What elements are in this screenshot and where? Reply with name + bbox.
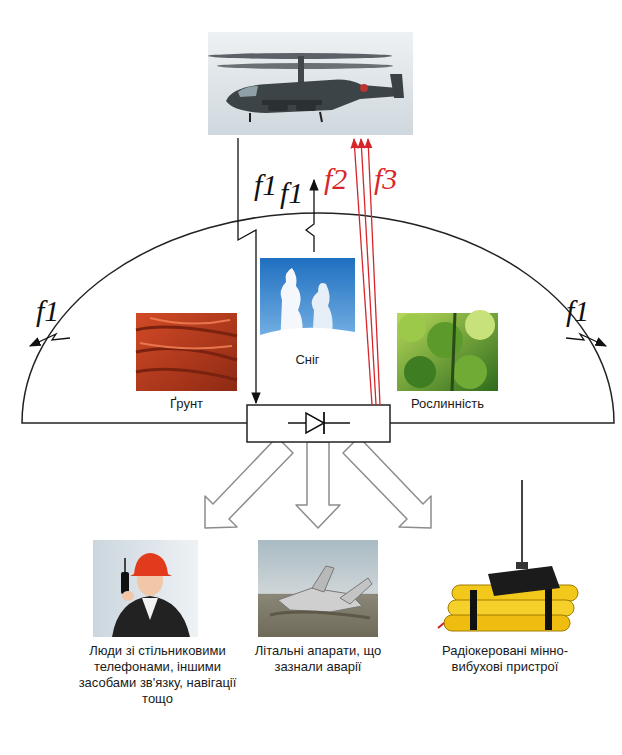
photo-area xyxy=(70,540,245,640)
frequency-label: f2 xyxy=(324,164,347,194)
photo-area xyxy=(255,258,360,349)
caption-text: Рослинність xyxy=(392,393,503,412)
aircraft-photo xyxy=(258,540,378,637)
caption-text: Літальні апарати, що зазнали аварії xyxy=(238,640,398,675)
photo-area xyxy=(238,540,398,640)
frequency-label: f1 xyxy=(566,296,589,326)
photo-area xyxy=(420,540,590,640)
photo-area xyxy=(131,313,242,393)
mine-photo xyxy=(438,480,578,631)
helicopter-photo xyxy=(208,32,413,135)
photo-area xyxy=(392,313,503,393)
scatter-line xyxy=(30,334,70,346)
scatter-line xyxy=(566,334,606,346)
vegetation-photo xyxy=(397,310,498,391)
snow-photo xyxy=(260,258,355,348)
probe-signal-line xyxy=(238,138,256,403)
frequency-label: f1 xyxy=(254,170,277,200)
caption-text: Сніг xyxy=(255,349,360,368)
terrain-tile: Сніг xyxy=(255,258,360,372)
receiver-diode-box xyxy=(247,405,390,442)
frequency-label: f1 xyxy=(36,296,59,326)
soil-photo xyxy=(136,313,237,391)
terrain-tile: Рослинність xyxy=(392,313,503,416)
coverage-dome xyxy=(22,213,614,423)
harmonic-lines xyxy=(354,139,380,405)
target-tile: Літальні апарати, що зазнали аварії xyxy=(238,540,398,679)
caption-text: Люди зі стільниковими телефонами, іншими… xyxy=(70,640,245,706)
people-photo xyxy=(93,540,198,637)
terrain-tile: Ґрунт xyxy=(131,313,242,416)
target-arrows xyxy=(205,437,431,528)
caption-text: Радіокеровані мінно-вибухові пристрої xyxy=(420,640,590,675)
target-tile: Радіокеровані мінно-вибухові пристрої xyxy=(420,540,590,679)
frequency-label: f1 xyxy=(280,178,303,208)
caption-text: Ґрунт xyxy=(131,393,242,412)
frequency-label: f3 xyxy=(374,164,397,194)
target-tile: Люди зі стільниковими телефонами, іншими… xyxy=(70,540,245,711)
reflection-line xyxy=(306,180,314,252)
